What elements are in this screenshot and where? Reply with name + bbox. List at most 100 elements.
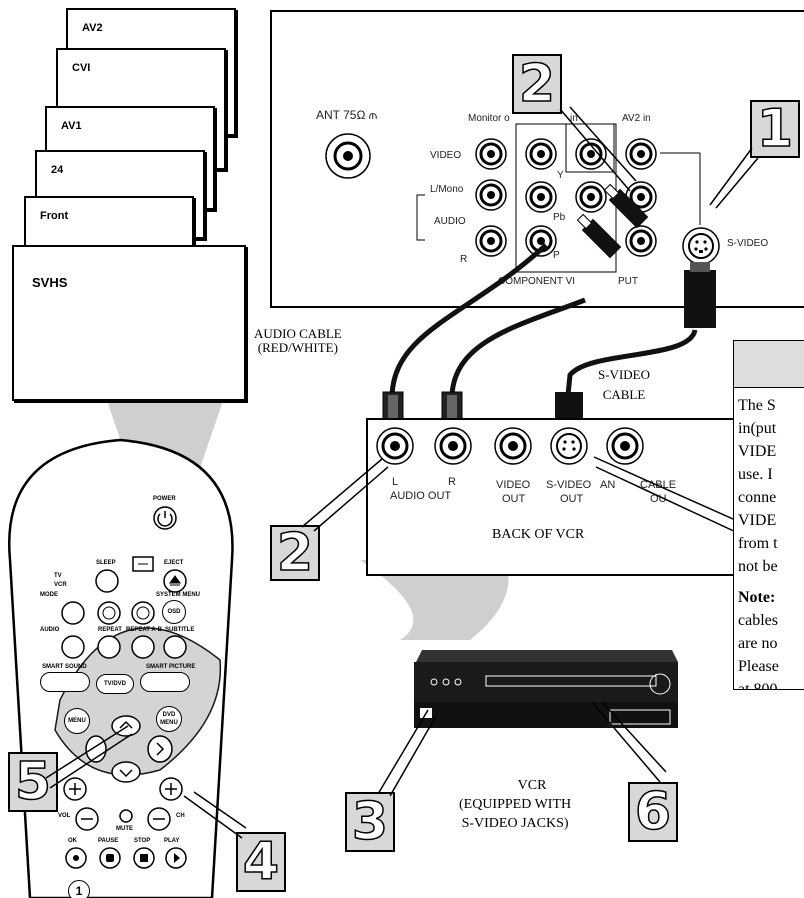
vcr-l-label: L: [392, 476, 399, 488]
step-1-tv-pointer: [709, 147, 759, 209]
vcr-audio-l-jack: [376, 427, 414, 465]
jack-av2-r: [625, 225, 657, 257]
pb-label: Pb: [553, 212, 566, 223]
smart-sound-button[interactable]: [40, 672, 90, 692]
repeat-ab-label: REPEAT A-B: [126, 627, 162, 633]
vcr-front: [414, 650, 678, 728]
info-line: conne: [738, 489, 777, 506]
tvdvd-button[interactable]: TV/DVD: [96, 674, 134, 694]
vcr-mode-label: VCR: [54, 582, 67, 588]
eject-label: EJECT: [164, 560, 184, 566]
down-arrow-button[interactable]: [110, 760, 142, 784]
vol-up-button[interactable]: [62, 776, 88, 802]
step-6-pointer: [591, 701, 667, 783]
smart-picture-button[interactable]: [140, 672, 190, 692]
step-2-tv-badge: 2: [512, 54, 562, 114]
step-3-badge: 3: [345, 792, 395, 852]
ch-up-button[interactable]: [158, 776, 184, 802]
step-5-badge: 5: [8, 752, 58, 812]
vcr-video-label: VIDEO: [496, 479, 531, 491]
r-label: R: [460, 254, 468, 265]
note-heading: Note:: [738, 589, 776, 606]
info-box: The S in(put VIDE use. I conne VIDE from…: [733, 340, 804, 690]
repeat-label: REPEAT: [98, 627, 122, 633]
step-2-tv-pointer: [559, 106, 637, 192]
mute-button[interactable]: [118, 808, 134, 824]
vcr-caption-line2: (EQUIPPED WITH: [459, 797, 572, 812]
component-label-end: PUT: [618, 276, 638, 287]
smiley-button[interactable]: [96, 600, 122, 626]
stop-button[interactable]: [132, 846, 156, 870]
vcr-ant-label: AN: [600, 479, 616, 491]
screen-format-button[interactable]: [132, 556, 154, 572]
step-2-vcr-badge: 2: [270, 525, 320, 581]
osd-button[interactable]: OSD: [162, 600, 186, 624]
vol-down-button[interactable]: [74, 806, 100, 832]
vcr-audio-r-jack: [434, 427, 472, 465]
menu-button[interactable]: MENU: [64, 708, 90, 734]
play-label: PLAY: [164, 838, 180, 844]
info-line: VIDE: [738, 512, 777, 529]
system-menu-label: SYSTEM MENU: [156, 592, 201, 598]
step-5-pointer: [45, 725, 133, 789]
power-button[interactable]: [152, 505, 178, 531]
vcr-caption: VCR (EQUIPPED WITH S-VIDEO JACKS): [459, 776, 571, 833]
dvd-menu-button[interactable]: DVD MENU: [156, 706, 182, 732]
ch-down-button[interactable]: [146, 806, 172, 832]
dvd-menu-label-2: MENU: [160, 720, 178, 726]
sleep-label: SLEEP: [96, 560, 116, 566]
vcr-caption-line1: VCR: [517, 778, 547, 793]
vcr-svideo-out-jack: [550, 427, 588, 465]
jack-in-video: [575, 138, 607, 170]
step-4-pointer: [183, 791, 247, 839]
vcr-caption-line3: S-VIDEO JACKS): [461, 816, 569, 831]
step-4-badge: 4: [236, 832, 286, 892]
step-number: 5: [14, 752, 52, 812]
info-line: The S: [738, 397, 776, 414]
info-line: VIDE: [738, 443, 777, 460]
mode-button[interactable]: [60, 600, 86, 626]
right-arrow-button[interactable]: [146, 734, 174, 764]
eject-button[interactable]: [162, 568, 188, 594]
menu-card-label: AV2: [82, 22, 103, 34]
step-1-tv-badge: 1: [750, 100, 800, 158]
video-label: VIDEO: [430, 150, 462, 161]
svideo-cable-caption-line2: CABLE: [602, 387, 646, 402]
record-button[interactable]: [64, 846, 88, 870]
pr-label: P: [553, 250, 560, 261]
menu-card-label: SVHS: [32, 275, 68, 290]
sleep-button[interactable]: [94, 568, 120, 594]
tv-svideo-label: S-VIDEO: [727, 238, 769, 249]
repeat-button[interactable]: [96, 634, 122, 660]
vcr-cable-out-label: OU: [650, 493, 667, 505]
digit-button-1[interactable]: 1: [68, 880, 90, 898]
lmono-label: L/Mono: [430, 184, 464, 195]
step-number: 2: [518, 54, 556, 114]
smart-sound-label: SMART SOUND: [42, 664, 87, 670]
mute-label: MUTE: [116, 826, 133, 832]
subtitle-button[interactable]: [162, 634, 188, 660]
vcr-svideo-out-label: OUT: [560, 493, 584, 505]
vcr-r-label: R: [448, 476, 456, 488]
info-line: from t: [738, 535, 778, 552]
tvdvd-label: TV/DVD: [103, 681, 126, 687]
sad-face-button[interactable]: [130, 600, 156, 626]
menu-card-label: 24: [51, 164, 64, 176]
play-button[interactable]: [164, 846, 188, 870]
audio-button[interactable]: [60, 634, 86, 660]
monitor-out-label: Monitor o: [468, 113, 510, 124]
step-1-vcr-pointer: [593, 456, 743, 534]
note-line: are no: [738, 635, 778, 652]
subtitle-label: SUBTITLE: [165, 627, 195, 633]
note-line: Please: [738, 658, 779, 675]
pause-button[interactable]: [98, 846, 122, 870]
audio-btn-label: AUDIO: [40, 627, 60, 633]
menu-card-label: Front: [40, 210, 69, 222]
ok-label: OK: [68, 838, 77, 844]
smart-picture-label: SMART PICTURE: [146, 664, 196, 670]
vcr-svideo-label: S-VIDEO: [546, 479, 592, 491]
y-label: Y: [557, 170, 564, 181]
repeat-ab-button[interactable]: [130, 634, 156, 660]
menu-label: MENU: [68, 718, 86, 724]
